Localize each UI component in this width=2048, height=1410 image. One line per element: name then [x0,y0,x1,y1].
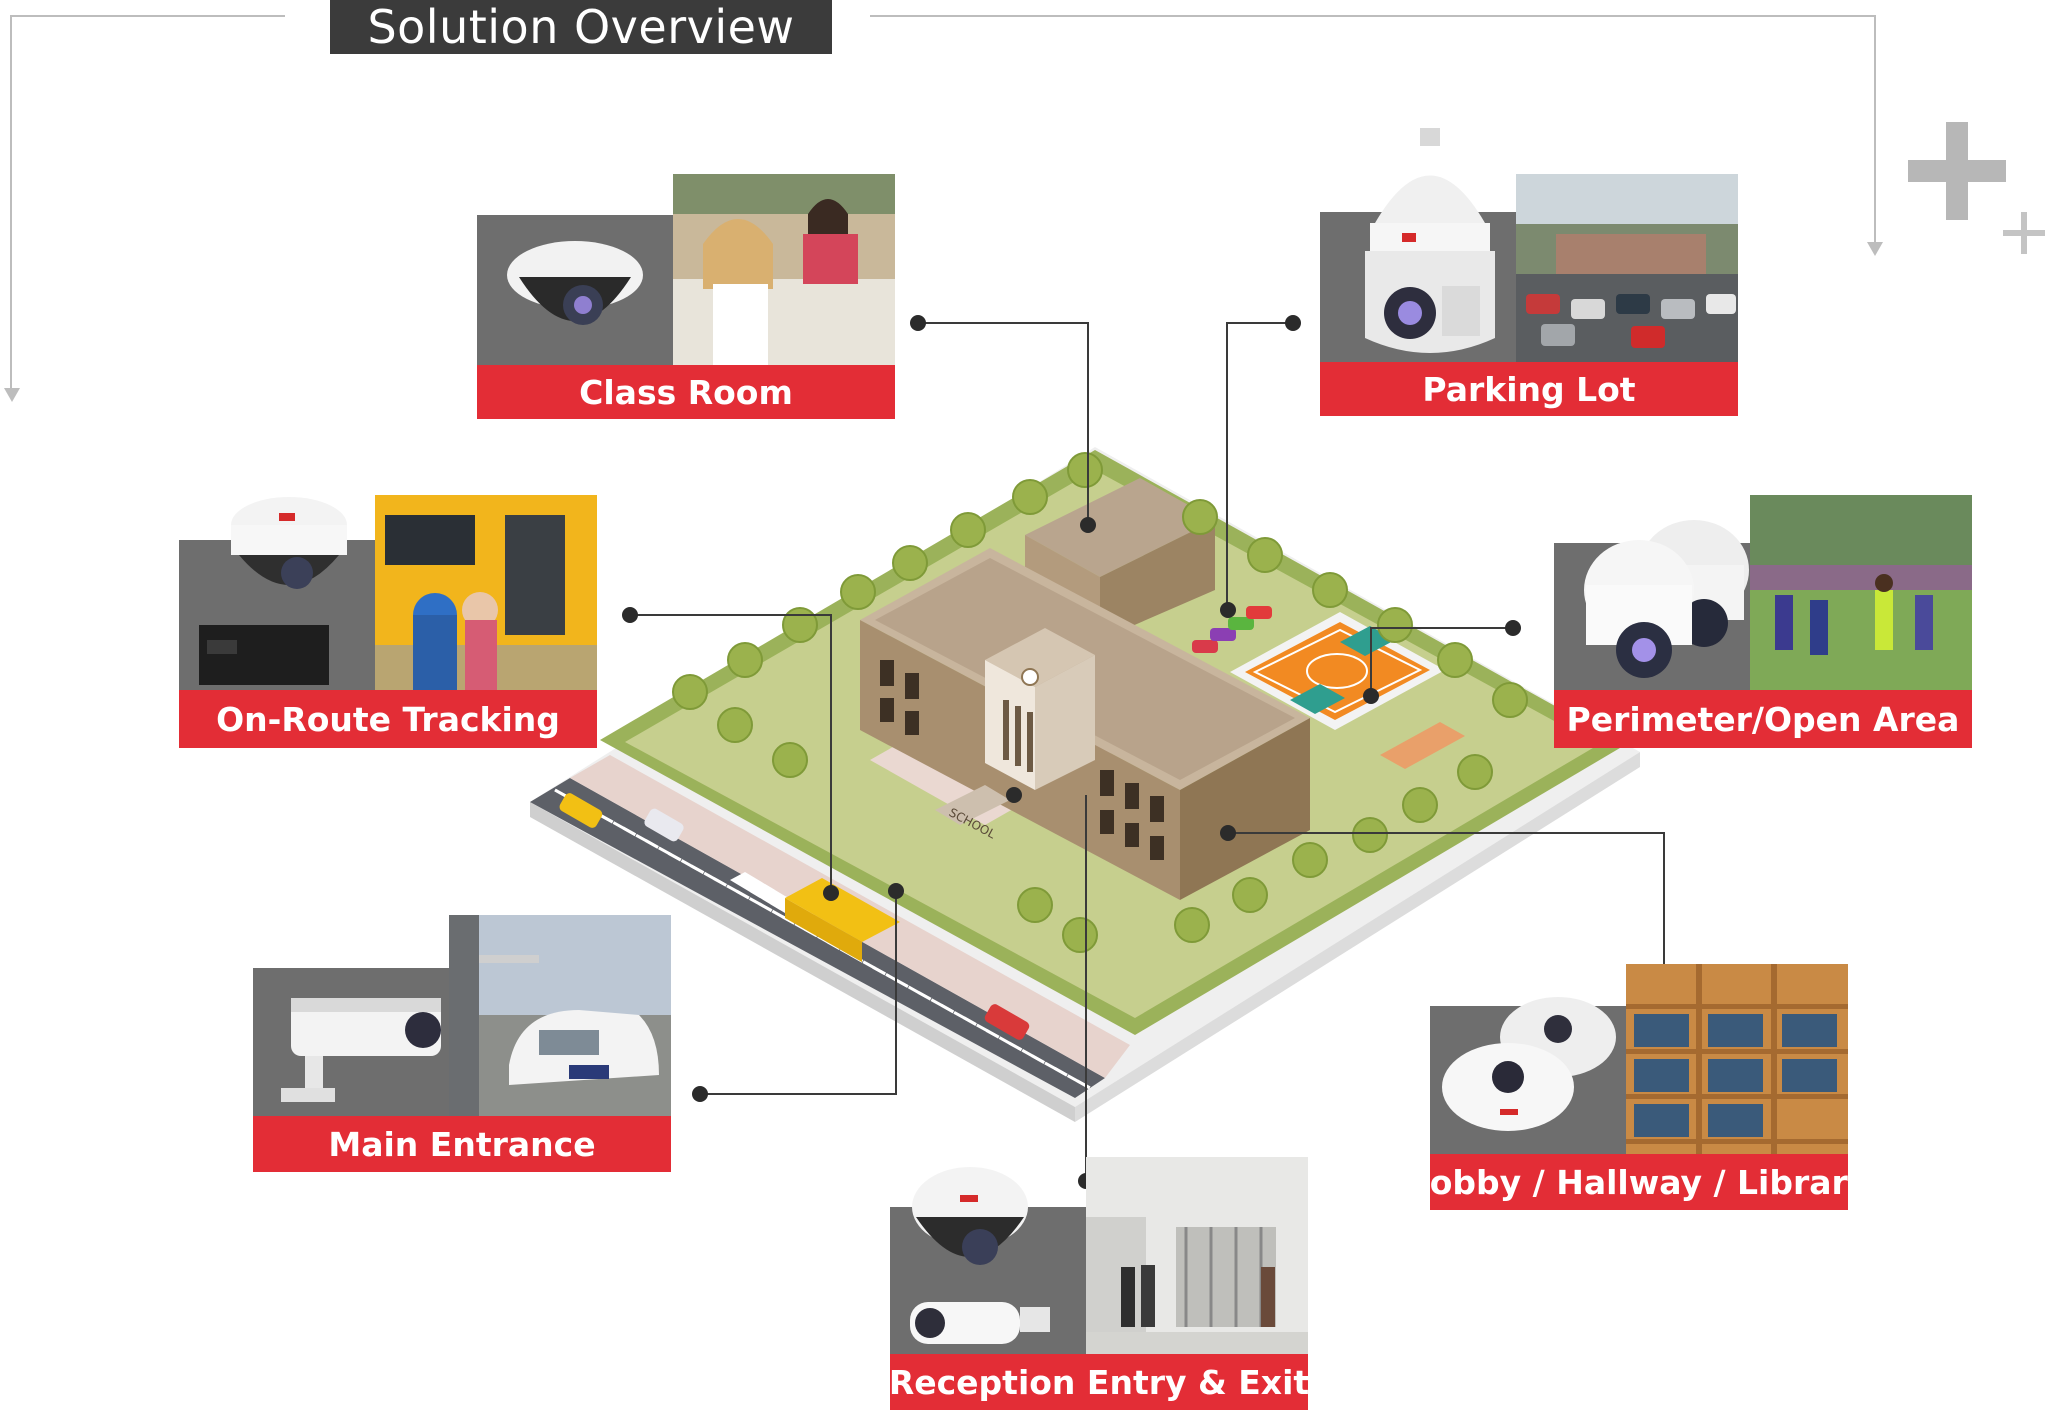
connector-parking [1226,322,1228,610]
connector-entrance [895,890,897,1095]
connector-reception [1085,795,1087,1180]
arrow-down-icon [1867,242,1883,256]
lobby-doors-photo [1086,1157,1308,1354]
connector-dot [1220,825,1236,841]
connector-dot [622,607,638,623]
card-on-route-tracking: On-Route Tracking [179,495,597,748]
frame-line-top-right [870,15,1876,17]
library-photo [1626,964,1848,1154]
connector-perimeter [1370,627,1372,695]
card-reception-entry-exit: Reception Entry & Exit [889,1157,1309,1410]
school-bus-photo [375,495,597,690]
card-perimeter-open-area: Perimeter/Open Area [1554,495,1972,748]
arrow-down-icon [4,388,20,402]
connector-lobby [1227,832,1665,834]
connector-class-room [917,322,1089,324]
connector-class-room [1087,322,1089,522]
connector-entrance [700,1093,897,1095]
plus-icon [1908,122,2006,220]
classroom-photo [673,174,895,365]
connector-route [630,614,832,616]
card-label: Class Room [477,365,895,419]
frame-line-left [10,15,12,390]
speed-dome-camera-icon [1584,520,1749,678]
card-label: Perimeter/Open Area [1554,690,1972,748]
bullet-camera-icon [281,998,441,1102]
connector-dot [910,315,926,331]
connector-dot [1285,315,1301,331]
ptz-camera-icon [1365,128,1495,353]
dome-camera-icon [507,241,643,325]
page-title: Solution Overview [330,0,832,54]
gate-car-photo [449,915,671,1116]
connector-lobby [1663,832,1665,978]
connector-route [830,614,832,892]
card-label: Reception Entry & Exit [889,1354,1309,1410]
connector-dot [1363,688,1379,704]
frame-line-top-left [10,15,285,17]
connector-dot [1006,787,1022,803]
connector-dot [692,1086,708,1102]
card-lobby-hallway-library: Lobby / Hallway / Library [1409,964,1869,1210]
card-class-room: Class Room [477,174,895,419]
connector-dot [1505,620,1521,636]
card-label: Lobby / Hallway / Library [1409,1154,1869,1210]
card-label: Parking Lot [1320,362,1738,416]
card-label: On-Route Tracking [179,690,597,748]
connector-dot [823,885,839,901]
dome-bullet-camera-icon [910,1167,1050,1344]
camera-panel [477,215,673,365]
card-main-entrance: Main Entrance [253,915,671,1172]
card-label: Main Entrance [253,1116,671,1172]
parking-lot-photo [1516,174,1738,362]
plus-small-icon [2003,212,2045,254]
frame-line-right [1874,15,1876,245]
connector-perimeter [1370,627,1512,629]
connector-parking [1226,322,1293,324]
school-bus [785,878,900,962]
soccer-field-photo [1750,495,1972,690]
connector-dot [888,883,904,899]
connector-dot [1080,517,1096,533]
connector-dot [1220,602,1236,618]
fisheye-camera-icon [1442,997,1616,1131]
dome-camera-dvr-icon [199,497,347,685]
card-parking-lot: Parking Lot [1320,128,1738,416]
